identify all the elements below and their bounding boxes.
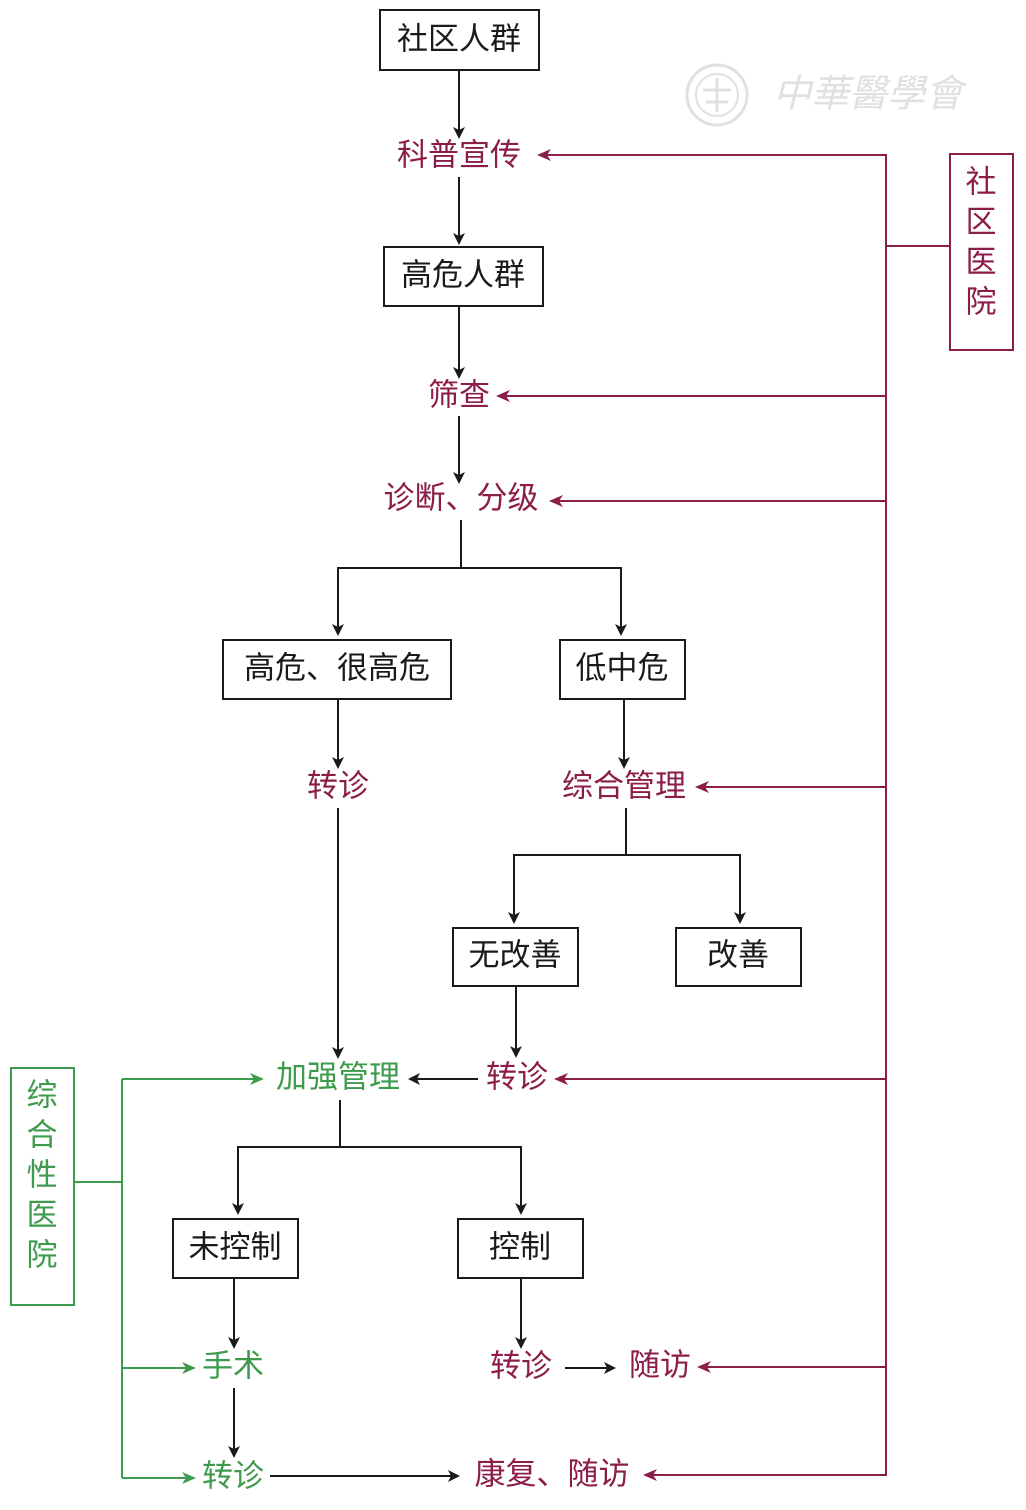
- label-high-risk-population: 高危人群: [401, 258, 525, 294]
- box-not-controlled: [172, 1218, 299, 1279]
- step-surgery: 手术: [202, 1349, 264, 1385]
- step-intensified-mgmt: 加强管理: [276, 1060, 400, 1096]
- step-referral-left: 转诊: [307, 769, 369, 805]
- step-diagnosis-grading: 诊断、分级: [384, 481, 539, 517]
- split-mgmt-left: [508, 808, 627, 924]
- watermark-text: 中華醫學會: [773, 72, 968, 116]
- step-rehab-follow-up: 康复、随访: [475, 1457, 630, 1493]
- general-hospital-char-2: 合: [27, 1118, 58, 1154]
- society-seal-icon: [685, 63, 749, 127]
- general-hospital-char-5: 院: [27, 1238, 58, 1274]
- label-controlled: 控制: [489, 1230, 551, 1266]
- label-community-population: 社区人群: [397, 22, 521, 58]
- label-low-mid-risk: 低中危: [576, 651, 669, 687]
- community-hospital-label: 社 区 医 院: [966, 165, 997, 321]
- split-intensified-left: [232, 1100, 341, 1215]
- step-referral-ctrl: 转诊: [490, 1349, 552, 1385]
- split-diagnosis-right: [461, 567, 627, 636]
- split-intensified-right: [340, 1146, 527, 1215]
- general-hospital-box: [10, 1067, 75, 1306]
- community-hospital-char-2: 区: [966, 205, 997, 241]
- general-hospital-char-3: 性: [27, 1158, 58, 1194]
- split-mgmt-right: [626, 854, 746, 924]
- community-hospital-char-1: 社: [966, 165, 997, 201]
- step-comprehensive-mgmt: 综合管理: [562, 769, 686, 805]
- label-improvement: 改善: [707, 938, 769, 974]
- label-no-improvement: 无改善: [469, 938, 562, 974]
- step-referral-mid: 转诊: [486, 1060, 548, 1096]
- community-hospital-char-3: 医: [966, 245, 997, 281]
- split-diagnosis: [332, 520, 462, 636]
- box-low-mid-risk: [559, 639, 686, 700]
- step-screening: 筛查: [428, 378, 490, 414]
- general-hospital-label: 综 合 性 医 院: [27, 1078, 58, 1274]
- step-referral-bottom: 转诊: [202, 1459, 264, 1495]
- general-hospital-char-4: 医: [27, 1198, 58, 1234]
- box-high-risk-population: [383, 246, 544, 307]
- label-not-controlled: 未控制: [189, 1230, 282, 1266]
- watermark: 中華醫學會: [685, 63, 968, 127]
- community-hospital-char-4: 院: [966, 285, 997, 321]
- step-follow-up: 随访: [629, 1348, 691, 1384]
- community-hospital-box: [949, 153, 1014, 351]
- step-education: 科普宣传: [397, 138, 521, 174]
- box-improvement: [675, 927, 802, 987]
- label-high-very-high-risk: 高危、很高危: [244, 651, 430, 687]
- general-hospital-char-1: 综: [27, 1078, 58, 1114]
